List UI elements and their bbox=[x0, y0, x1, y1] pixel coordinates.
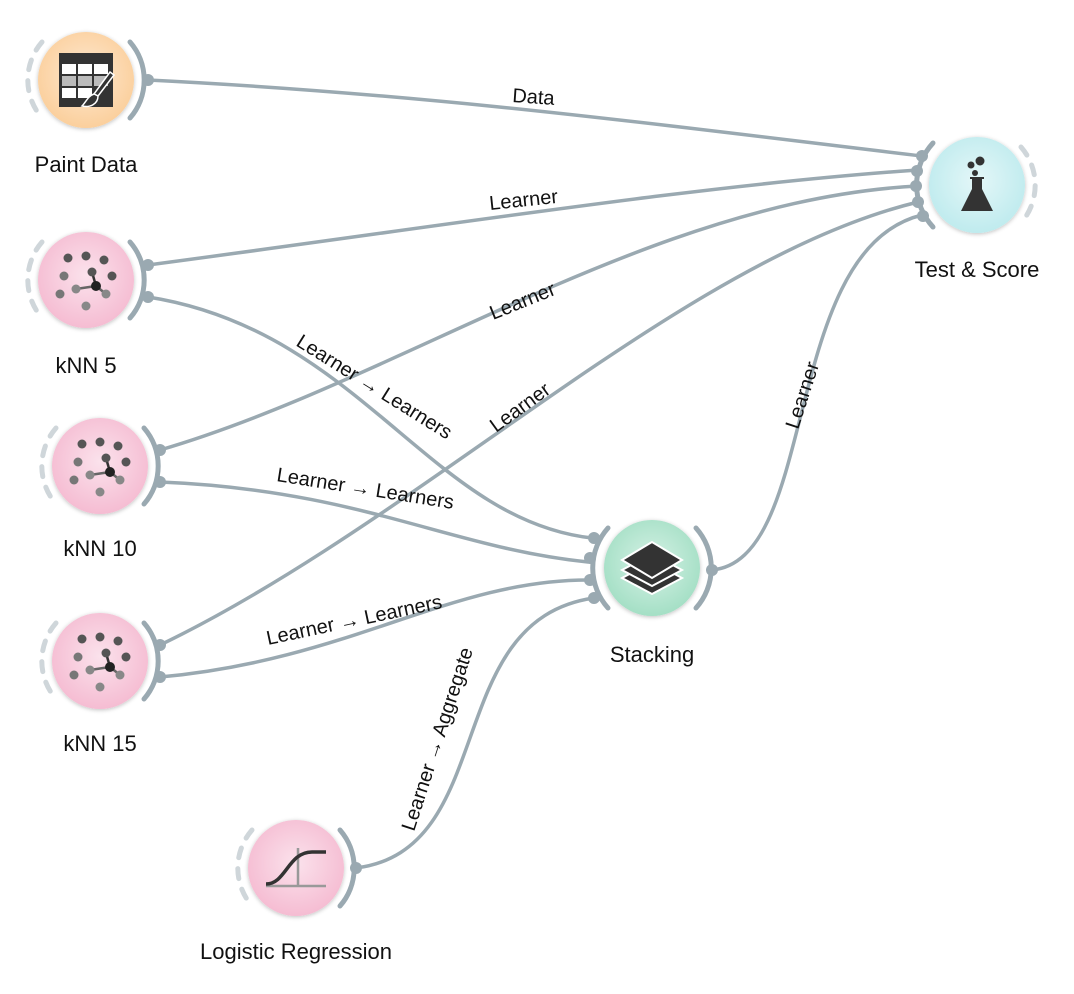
output-anchor-dot[interactable] bbox=[706, 564, 718, 576]
node-label: kNN 10 bbox=[63, 536, 136, 561]
node-body[interactable] bbox=[248, 820, 344, 916]
link-label-learner-knn10: Learner bbox=[487, 278, 559, 324]
stacking-icon bbox=[619, 540, 685, 596]
output-anchor-arc[interactable] bbox=[141, 620, 161, 702]
output-anchor-dot[interactable] bbox=[154, 639, 166, 651]
output-anchor-dot[interactable] bbox=[154, 476, 166, 488]
links-layer bbox=[147, 78, 923, 870]
node-stacking[interactable]: Stacking bbox=[584, 520, 718, 667]
link-label-learners-knn15: Learner → Learners bbox=[264, 591, 444, 650]
input-anchor-dot[interactable] bbox=[910, 180, 922, 192]
node-test-score[interactable]: Test & Score bbox=[910, 137, 1039, 282]
link-label-learners-knn5: Learner → Learners bbox=[292, 331, 455, 445]
output-anchor-dot[interactable] bbox=[154, 671, 166, 683]
node-label: Stacking bbox=[610, 642, 694, 667]
link-label-learner-stacking: Learner bbox=[782, 359, 824, 432]
node-body[interactable] bbox=[38, 232, 134, 328]
knn-icon bbox=[69, 632, 131, 692]
knn-icon bbox=[55, 251, 117, 311]
link-knn5-stacking[interactable] bbox=[147, 295, 593, 540]
input-anchor-dot[interactable] bbox=[917, 210, 929, 222]
node-label: kNN 5 bbox=[55, 353, 116, 378]
node-label: Paint Data bbox=[35, 152, 138, 177]
link-labels-layer: Data Learner Learner Learner Learner Lea… bbox=[264, 85, 824, 834]
node-paint-data[interactable]: Paint Data bbox=[25, 32, 154, 177]
node-label: Test & Score bbox=[915, 257, 1040, 282]
input-anchor-arc bbox=[39, 620, 59, 702]
output-anchor-dot[interactable] bbox=[142, 291, 154, 303]
input-anchor-dot[interactable] bbox=[588, 592, 600, 604]
node-knn-10[interactable]: kNN 10 bbox=[39, 418, 166, 561]
link-paint-data-test-score[interactable] bbox=[147, 78, 923, 158]
input-anchor-dot[interactable] bbox=[584, 552, 596, 564]
node-label: Logistic Regression bbox=[200, 939, 392, 964]
node-body[interactable] bbox=[52, 418, 148, 514]
node-knn-15[interactable]: kNN 15 bbox=[39, 613, 166, 756]
link-knn10-test-score[interactable] bbox=[159, 184, 919, 452]
test-score-icon bbox=[961, 156, 993, 211]
node-body[interactable] bbox=[52, 613, 148, 709]
knn-icon bbox=[69, 437, 131, 497]
link-knn15-test-score[interactable] bbox=[159, 200, 919, 647]
logistic-regression-icon bbox=[265, 848, 326, 888]
link-label-learners-knn10: Learner → Learners bbox=[275, 464, 455, 514]
output-anchor-arc[interactable] bbox=[127, 239, 147, 321]
input-anchor-arc bbox=[25, 239, 45, 321]
output-anchor-arc[interactable] bbox=[141, 425, 161, 507]
input-anchor-arc bbox=[235, 827, 255, 909]
link-knn10-stacking[interactable] bbox=[159, 480, 589, 564]
output-anchor-dot[interactable] bbox=[142, 259, 154, 271]
input-anchor-dot[interactable] bbox=[588, 532, 600, 544]
node-knn-5[interactable]: kNN 5 bbox=[25, 232, 154, 378]
node-logistic-regression[interactable]: Logistic Regression bbox=[200, 820, 392, 964]
link-label-data: Data bbox=[512, 85, 557, 110]
input-anchor-dot[interactable] bbox=[911, 165, 923, 177]
link-knn5-test-score[interactable] bbox=[147, 168, 919, 267]
link-logreg-stacking[interactable] bbox=[355, 596, 595, 870]
link-knn15-stacking[interactable] bbox=[159, 578, 589, 679]
input-anchor-arc bbox=[39, 425, 59, 507]
paint-data-icon bbox=[59, 53, 116, 108]
input-anchor-dot[interactable] bbox=[912, 196, 924, 208]
node-label: kNN 15 bbox=[63, 731, 136, 756]
output-anchor-dot[interactable] bbox=[154, 444, 166, 456]
output-anchor-arc bbox=[1018, 144, 1038, 226]
link-label-aggregate: Learner → Aggregate bbox=[398, 645, 478, 834]
output-anchor-dot[interactable] bbox=[142, 74, 154, 86]
input-anchor-dot[interactable] bbox=[916, 150, 928, 162]
link-stacking-test-score[interactable] bbox=[711, 213, 923, 572]
link-label-learner-knn15: Learner bbox=[486, 379, 555, 438]
input-anchor-dot[interactable] bbox=[584, 574, 596, 586]
input-anchor-arc[interactable] bbox=[590, 525, 611, 611]
output-anchor-dot[interactable] bbox=[350, 862, 362, 874]
input-anchor-arc bbox=[25, 39, 45, 121]
